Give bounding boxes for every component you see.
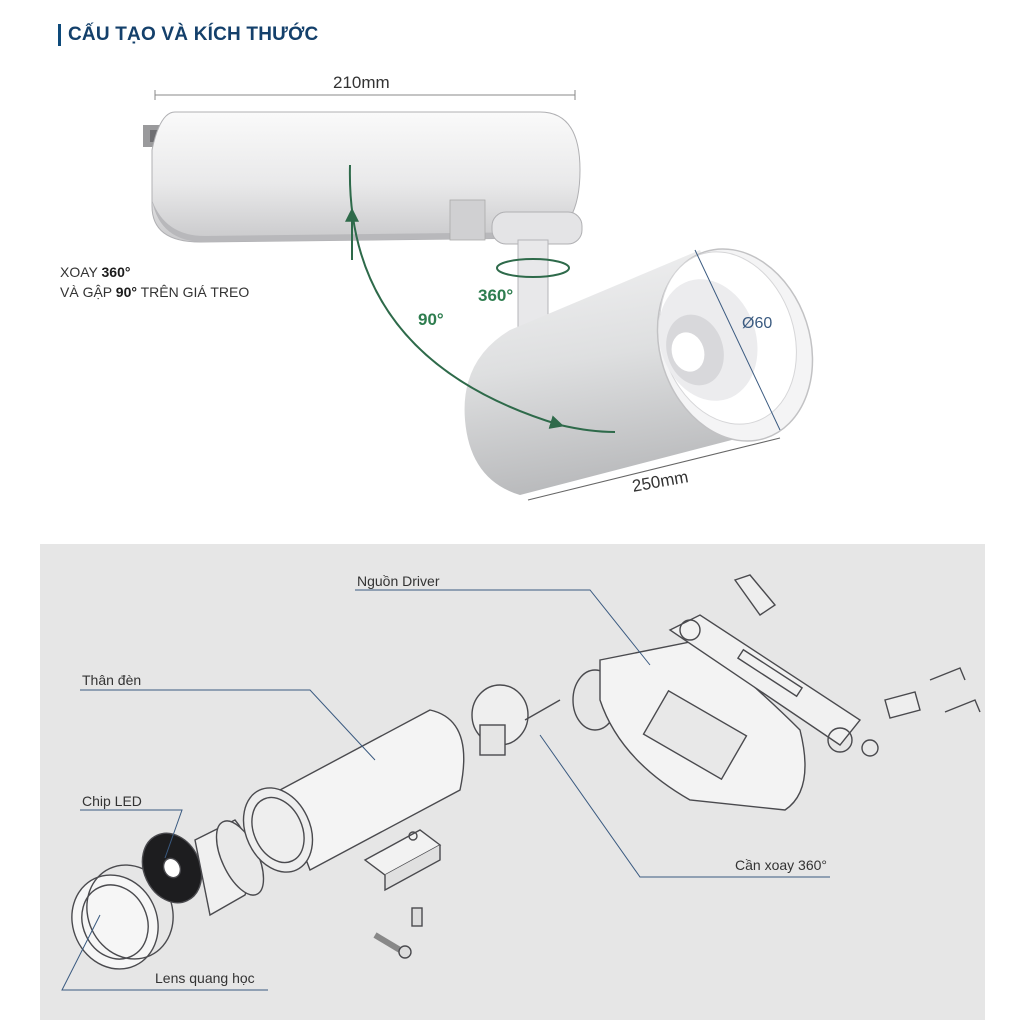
top-rail-part [668, 614, 862, 753]
tilt-arc-tail [559, 424, 616, 433]
length-dimension-line [527, 437, 781, 501]
track-adapter [143, 111, 583, 245]
callout-driver: Nguồn Driver [357, 573, 440, 589]
swivel-disc-part [471, 684, 561, 756]
reflector-part [194, 819, 265, 917]
label-90: 90° [418, 310, 444, 329]
product-illustration [143, 90, 814, 501]
callout-body: Thân đèn [82, 672, 142, 688]
callout-lines [61, 589, 830, 991]
note-line2-text: VÀ GẬP [60, 284, 116, 300]
label-360: 360° [478, 286, 514, 305]
mounting-bracket [363, 829, 442, 892]
note-360-value: 360° [101, 264, 131, 280]
width-dimension-line [154, 90, 576, 100]
driver-housing-part [572, 639, 806, 811]
note-line1-text: XOAY [60, 264, 102, 280]
exploded-view-panel [40, 544, 985, 1020]
note-line2-suffix: TRÊN GIÁ TREO [136, 284, 250, 300]
diameter-label: Ø60 [742, 315, 773, 332]
fitting-parts [733, 574, 981, 757]
screw-parts [373, 907, 423, 959]
lamp-body [464, 248, 814, 495]
callout-swivel: Cần xoay 360° [735, 857, 827, 873]
callout-chip-led: Chip LED [82, 793, 142, 809]
title-accent-bar [58, 24, 61, 46]
rotation-note: XOAY 360° VÀ GẬP 90° TRÊN GIÁ TREO [60, 262, 249, 302]
page-title: CẤU TẠO VÀ KÍCH THƯỚC [68, 24, 319, 45]
lamp-body-part [242, 709, 465, 873]
width-label: 210mm [333, 73, 390, 92]
callout-lens: Lens quang học [155, 970, 255, 986]
note-90-value: 90° [115, 284, 137, 300]
chip-led-part [141, 832, 203, 904]
